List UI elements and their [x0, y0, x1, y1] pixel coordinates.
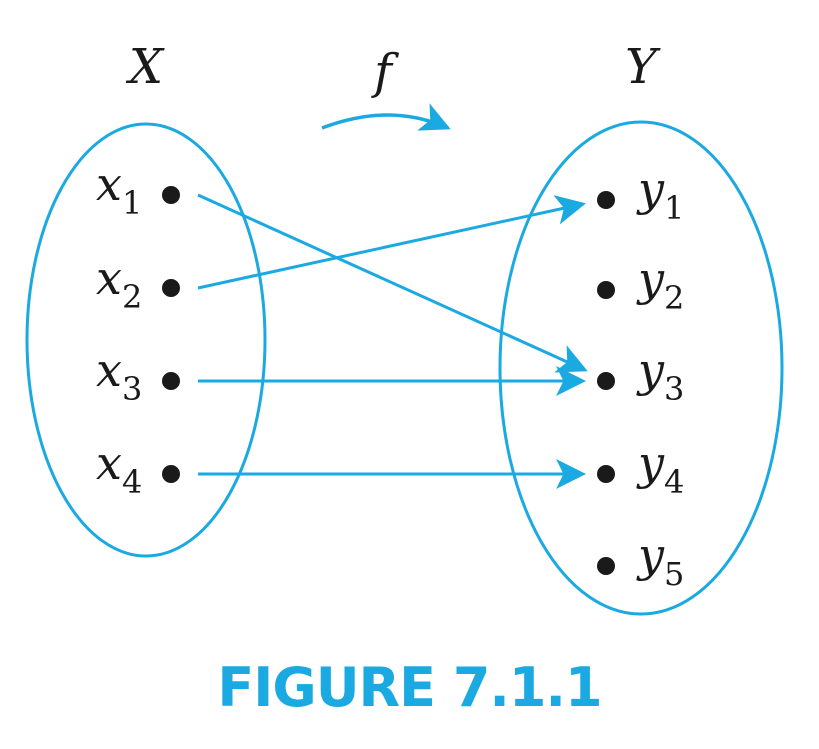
element-label: x — [96, 436, 122, 490]
codomain-element-y2: y2 — [597, 252, 684, 317]
element-label: x — [96, 343, 122, 397]
element-dot — [597, 191, 615, 209]
codomain-set-oval — [498, 120, 784, 616]
element-label: x — [96, 251, 122, 305]
element-subscript: 4 — [122, 463, 142, 501]
domain-element-x1: x1 — [96, 157, 180, 222]
element-subscript: 1 — [664, 189, 684, 227]
element-subscript: 3 — [664, 370, 684, 408]
element-label: y — [636, 252, 665, 306]
element-subscript: 4 — [664, 463, 684, 501]
element-dot — [597, 557, 615, 575]
codomain-set-title: Y — [625, 39, 661, 95]
element-dot — [597, 465, 615, 483]
codomain-element-y5: y5 — [597, 528, 684, 593]
element-dot — [162, 372, 180, 390]
svg-text:x3: x3 — [96, 343, 142, 408]
mapping-arrows — [197, 193, 588, 489]
domain-element-x2: x2 — [96, 251, 180, 316]
arrow-x2-to-y1 — [197, 195, 586, 290]
element-dot — [162, 465, 180, 483]
function-direction-arrow — [321, 103, 451, 131]
codomain-element-y3: y3 — [597, 343, 684, 408]
svg-text:x1: x1 — [96, 157, 142, 222]
figure-caption: FIGURE 7.1.1 — [217, 656, 602, 719]
svg-text:y3: y3 — [636, 343, 684, 408]
svg-text:y1: y1 — [636, 162, 684, 227]
domain-set-title: X — [125, 39, 165, 95]
element-label: y — [636, 162, 665, 216]
svg-text:y5: y5 — [636, 528, 684, 593]
codomain-element-y4: y4 — [597, 436, 684, 501]
element-subscript: 1 — [122, 184, 142, 222]
arrow-x1-to-y3 — [197, 193, 588, 373]
element-subscript: 2 — [664, 279, 684, 317]
element-subscript: 3 — [122, 370, 142, 408]
element-dot — [597, 372, 615, 390]
svg-text:y4: y4 — [636, 436, 684, 501]
element-subscript: 5 — [664, 555, 684, 593]
element-subscript: 2 — [122, 278, 142, 316]
domain-element-x3: x3 — [96, 343, 180, 408]
svg-text:x4: x4 — [96, 436, 142, 501]
element-dot — [162, 279, 180, 297]
domain-set-oval — [25, 122, 267, 558]
element-label: y — [636, 343, 665, 397]
element-label: x — [96, 157, 122, 211]
element-label: y — [636, 436, 665, 490]
element-label: y — [636, 528, 665, 582]
function-label: f — [371, 44, 399, 100]
element-dot — [162, 186, 180, 204]
svg-text:x2: x2 — [96, 251, 142, 316]
element-dot — [597, 281, 615, 299]
codomain-element-y1: y1 — [597, 162, 684, 227]
domain-element-x4: x4 — [96, 436, 180, 501]
svg-text:y2: y2 — [636, 252, 684, 317]
